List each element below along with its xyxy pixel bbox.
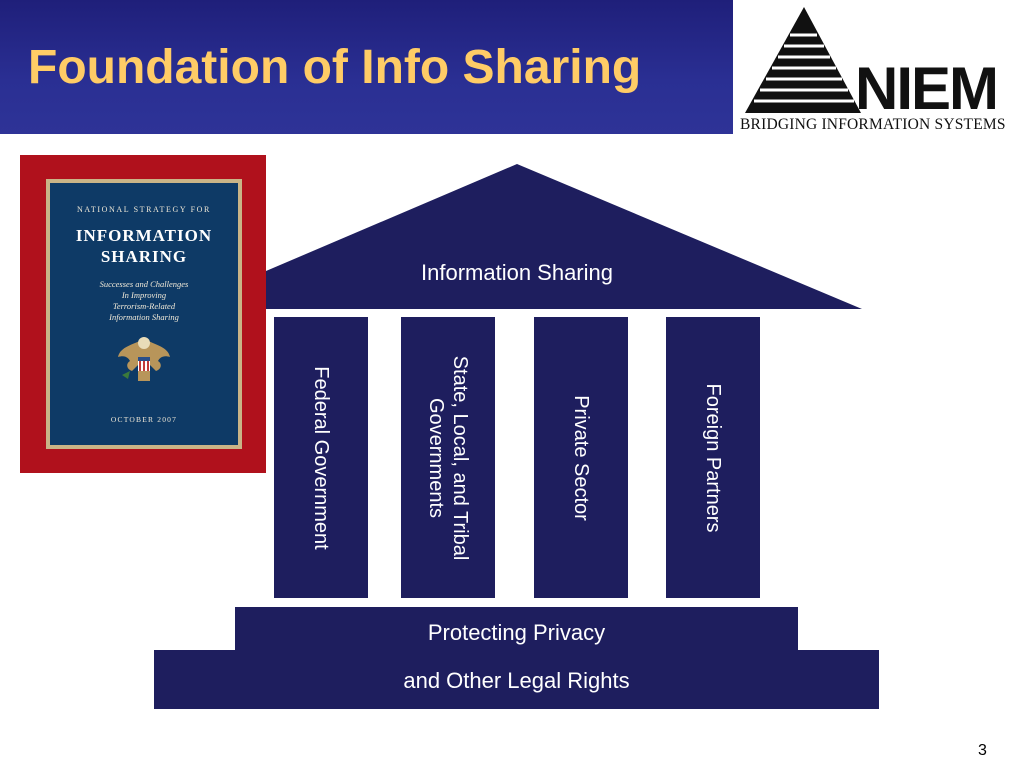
slide-title: Foundation of Info Sharing [28,41,642,94]
pillar-label: State, Local, and Tribal Governments [424,355,472,560]
pillar-foreign-partners: Foreign Partners [666,317,760,598]
book-subtitle-line: Successes and Challenges [99,279,189,289]
pillar-label: Private Sector [570,394,592,521]
strategy-book-cover: NATIONAL STRATEGY FOR INFORMATION SHARIN… [20,155,266,473]
base-lower-label: and Other Legal Rights [403,668,630,693]
book-line3: SHARING [100,247,188,266]
book-subtitle-line: In Improving [121,290,167,300]
page-number: 3 [978,742,987,759]
eagle-seal-icon [118,337,170,381]
book-cover-panel: NATIONAL STRATEGY FOR INFORMATION SHARIN… [50,183,238,445]
pillar-label: Foreign Partners [702,383,724,532]
base-lower-step: and Other Legal Rights [154,650,879,709]
book-subtitle: Successes and Challenges In Improving Te… [50,279,238,323]
header-banner [0,0,733,134]
book-line1: NATIONAL STRATEGY FOR [77,205,211,214]
pillar-label-line: State, Local, and Tribal [449,355,471,560]
base-upper-step: Protecting Privacy [235,607,798,651]
logo-tagline: BRIDGING INFORMATION SYSTEMS [740,116,1006,133]
pillar-label-line: Governments [425,397,447,518]
pillar-label: Federal Government [310,365,332,550]
pyramid-icon [745,7,861,113]
roof-label: Information Sharing [421,260,613,285]
pillar-federal-government: Federal Government [274,317,368,598]
book-date: OCTOBER 2007 [110,415,178,424]
book-frame: NATIONAL STRATEGY FOR INFORMATION SHARIN… [46,179,242,449]
pillar-state-local-tribal: State, Local, and Tribal Governments [401,317,495,598]
book-subtitle-line: Information Sharing [109,312,179,322]
logo-wordmark: NIEM [855,55,999,122]
niem-logo [737,0,1024,150]
base-upper-label: Protecting Privacy [427,620,606,645]
book-line2: INFORMATION [75,226,213,245]
pillar-private-sector: Private Sector [534,317,628,598]
book-heading: INFORMATION SHARING [50,225,238,267]
book-subtitle-line: Terrorism-Related [112,301,176,311]
